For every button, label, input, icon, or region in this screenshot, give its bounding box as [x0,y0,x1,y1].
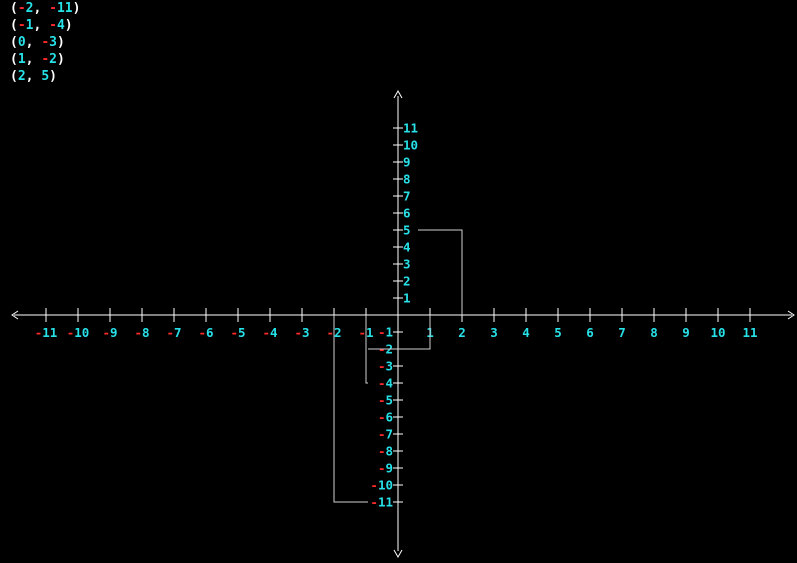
y-tick-label: 1 [403,291,411,306]
point-guide-line [333,315,368,503]
point-entry: (1, -2) [10,52,65,67]
x-tick-label: 7 [618,325,626,340]
coord-value: -3 [41,35,57,50]
y-tick-label: 11 [403,121,418,136]
y-tick-label: -10 [370,478,393,493]
x-tick-label: -9 [102,325,117,340]
points-list: (-2, -11) (-1, -4) (0, -3) (1, -2) (2, 5) [10,0,80,85]
x-tick-label: -10 [67,325,90,340]
axes [11,89,795,559]
x-tick-label: 11 [742,325,757,340]
x-tick-label: -6 [198,325,213,340]
x-tick-label: -1 [358,325,373,340]
x-tick-label: -4 [262,325,277,340]
y-tick-label: -4 [378,376,393,391]
coord-value: 5 [41,69,50,84]
y-tick-label: -11 [370,495,393,510]
y-tick-label: 4 [403,240,411,255]
coord-value: 0 [17,35,26,50]
y-tick-label: 10 [403,138,418,153]
y-tick-label: -8 [378,444,393,459]
point-entry: (-2, -11) [10,1,81,16]
coord-value: -2 [17,1,34,16]
x-tick-label: 9 [682,325,690,340]
x-tick-label: -5 [230,325,245,340]
coord-value: 1 [17,52,26,67]
y-tick-label: -5 [378,393,393,408]
x-tick-label: -8 [134,325,149,340]
x-tick-label: -11 [35,325,58,340]
x-tick-label: 2 [458,325,466,340]
y-tick-label: 6 [403,206,411,221]
y-tick-label: -6 [378,410,393,425]
x-tick-label: -3 [294,325,309,340]
y-tick-label: 2 [403,274,411,289]
coord-value: -2 [41,52,57,67]
point-guide-line [368,315,431,350]
x-tick-label: 6 [586,325,594,340]
y-tick-label: 3 [403,257,411,272]
y-axis-down-arrow [393,549,403,559]
x-tick-label: 3 [490,325,498,340]
y-tick-label: -3 [378,359,393,374]
y-tick-label: 7 [403,189,411,204]
x-axis-left-arrow [11,310,19,320]
coord-value: -4 [49,18,65,33]
y-tick-label: 8 [403,172,411,187]
y-tick-label: 9 [403,155,411,170]
y-tick-label: -9 [378,461,393,476]
x-tick-label: 4 [522,325,530,340]
point-entry: (2, 5) [10,69,57,84]
y-tick-label: 5 [403,223,411,238]
x-axis-right-arrow [787,310,795,320]
coord-value: -1 [17,18,34,33]
point-entry: (-1, -4) [10,18,73,33]
x-tick-label: 5 [554,325,562,340]
point-guide-line [418,229,463,315]
x-tick-label: 8 [650,325,658,340]
y-tick-label: -1 [378,325,393,340]
point-entry: (0, -3) [10,35,65,50]
y-tick-label: -7 [378,427,393,442]
coord-value: 2 [17,69,26,84]
point-guides [333,229,463,503]
point-guide-line [365,315,368,384]
x-tick-label: -2 [326,325,341,340]
y-axis-up-arrow [393,89,403,99]
coord-value: -11 [49,1,73,16]
x-tick-label: 10 [710,325,725,340]
x-tick-label: -7 [166,325,181,340]
